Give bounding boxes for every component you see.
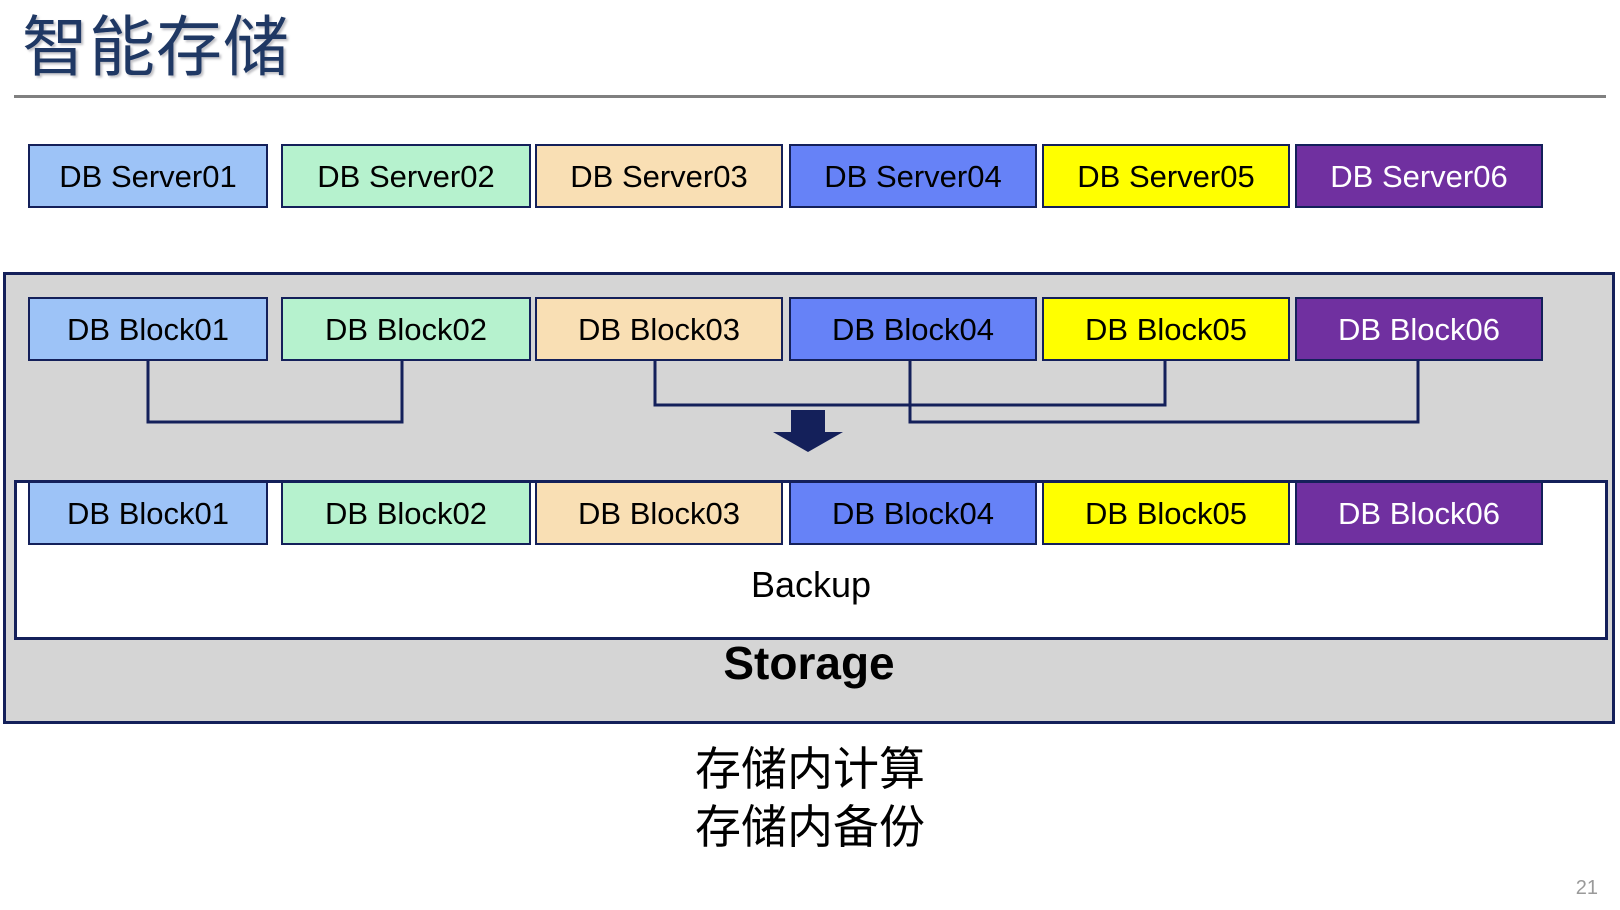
db-block-source-box-6: DB Block06 [1295,297,1543,361]
caption-line-1: 存储内计算 [695,743,925,795]
db-block-source-box-4: DB Block04 [789,297,1037,361]
page-number: 21 [1575,877,1598,899]
backup-label: Backup [750,564,872,605]
db-block-backup-box-6: DB Block06 [1295,481,1543,545]
db-server-box-2: DB Server02 [281,144,531,208]
db-server-box-3: DB Server03 [535,144,783,208]
db-block-source-box-5: DB Block05 [1042,297,1290,361]
db-block-backup-box-1: DB Block01 [28,481,268,545]
caption-line-2: 存储内备份 [695,801,925,853]
db-block-backup-box-2: DB Block02 [281,481,531,545]
page-title: 智能存储 [22,10,290,84]
db-server-box-1: DB Server01 [28,144,268,208]
db-block-backup-box-3: DB Block03 [535,481,783,545]
db-block-source-box-1: DB Block01 [28,297,268,361]
storage-label: Storage [723,637,895,689]
db-server-box-5: DB Server05 [1042,144,1290,208]
db-block-backup-box-4: DB Block04 [789,481,1037,545]
title-divider [14,95,1606,98]
db-block-backup-box-5: DB Block05 [1042,481,1290,545]
db-server-box-4: DB Server04 [789,144,1037,208]
db-block-source-box-2: DB Block02 [281,297,531,361]
caption-block: 存储内计算 存储内备份 [0,740,1620,856]
db-block-source-box-3: DB Block03 [535,297,783,361]
db-server-box-6: DB Server06 [1295,144,1543,208]
